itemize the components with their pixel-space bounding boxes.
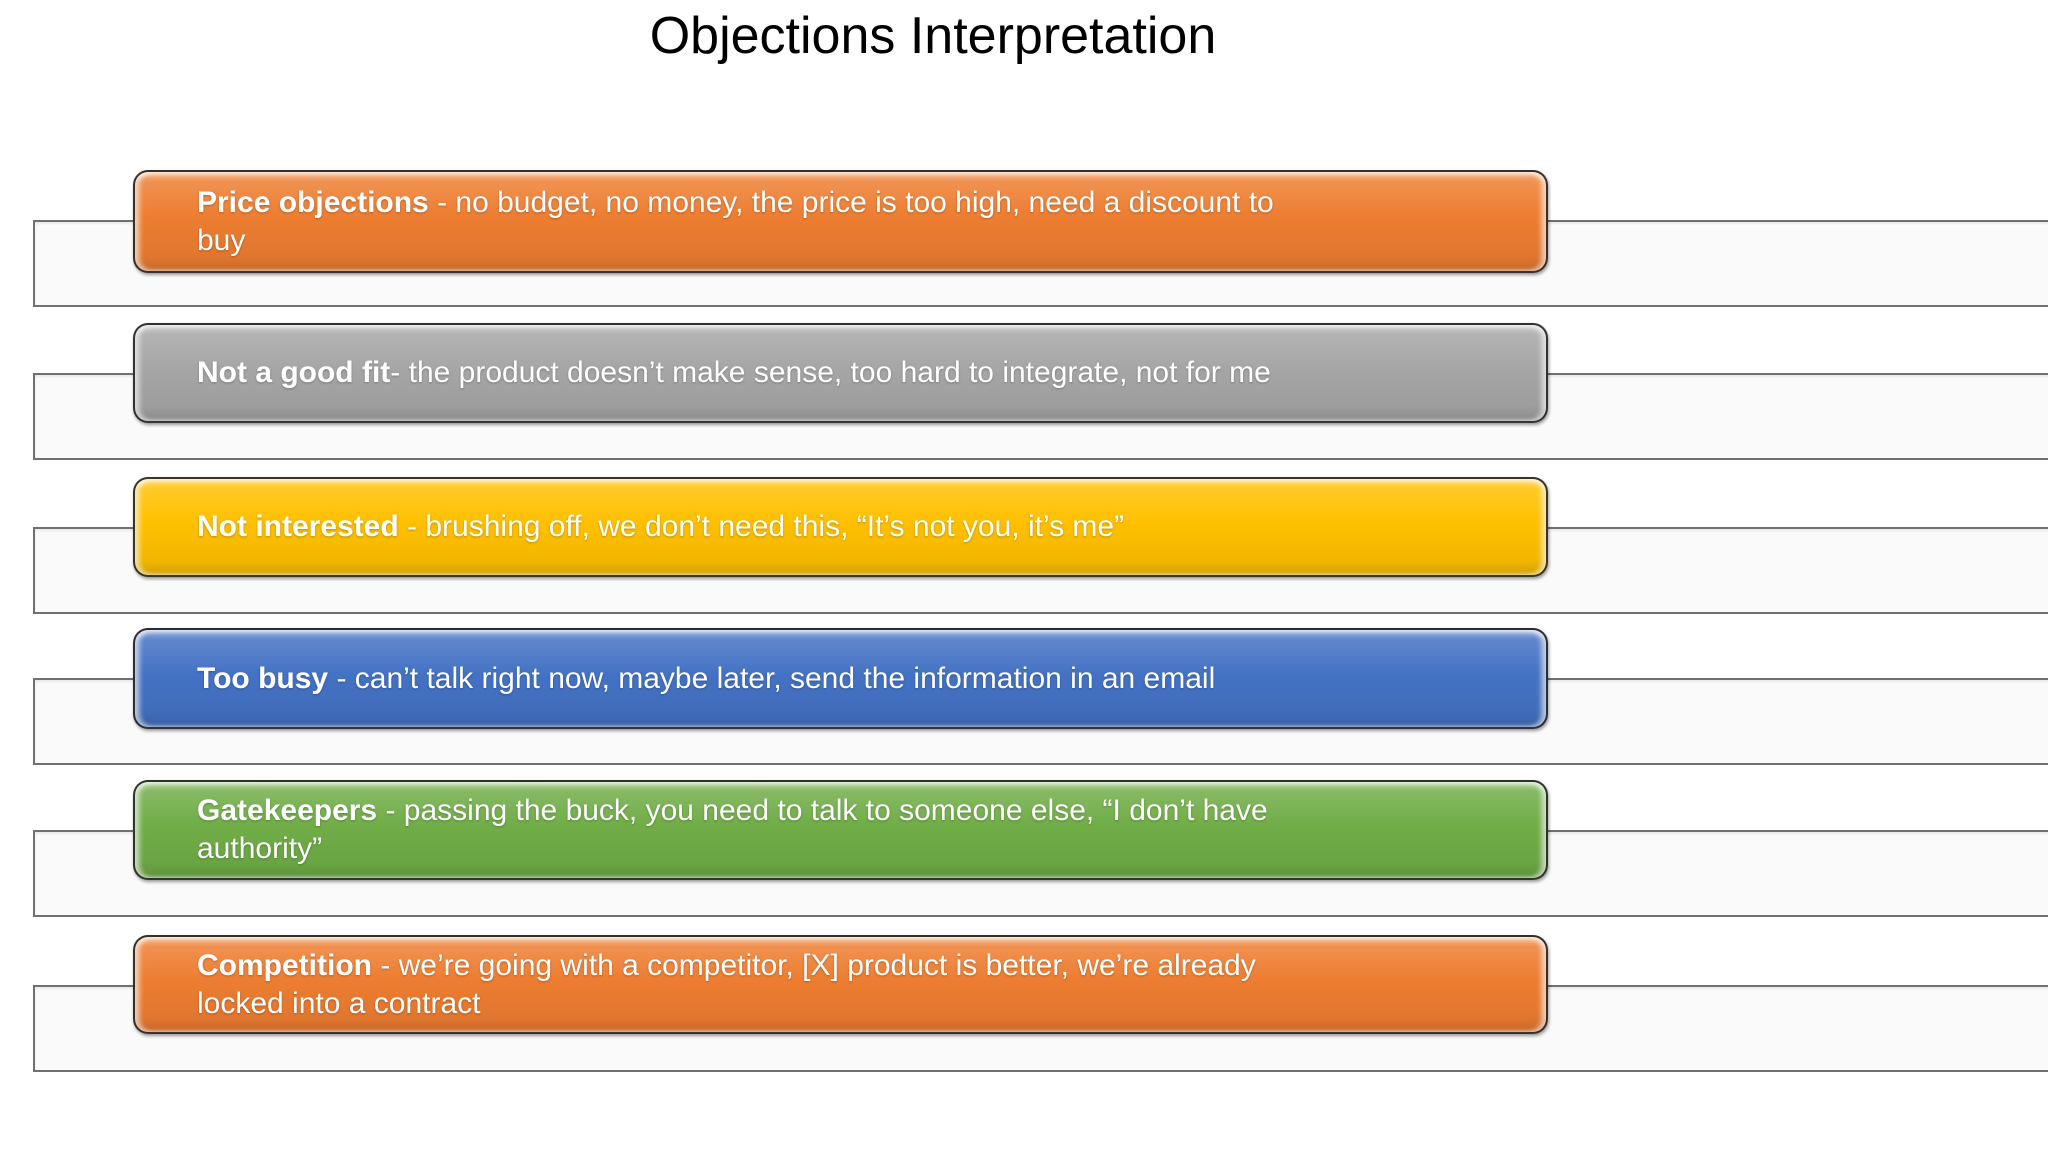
objection-description: - the product doesn’t make sense, too ha… [390, 356, 1271, 389]
objection-text: Too busy - can’t talk right now, maybe l… [135, 660, 1245, 698]
objection-row: Not interested - brushing off, we don’t … [0, 477, 2048, 614]
objection-row: Competition - we’re going with a competi… [0, 935, 2048, 1072]
objection-label: Gatekeepers [197, 794, 378, 827]
objection-description: - we’re going with a competitor, [X] pro… [197, 948, 1256, 1020]
objection-label: Too busy [197, 661, 329, 695]
objection-text: Price objections - no budget, no money, … [135, 184, 1304, 260]
objection-description: - passing the buck, you need to talk to … [197, 794, 1268, 865]
objection-label: Competition [197, 948, 372, 982]
objection-description: - brushing off, we don’t need this, “It’… [398, 510, 1125, 543]
objection-bar: Competition - we’re going with a competi… [133, 935, 1548, 1034]
page-title: Objections Interpretation [649, 7, 1217, 65]
objection-row: Gatekeepers - passing the buck, you need… [0, 780, 2048, 917]
objection-row: Not a good fit- the product doesn’t make… [0, 323, 2048, 460]
objection-bar: Gatekeepers - passing the buck, you need… [133, 780, 1548, 880]
objection-bar: Not interested - brushing off, we don’t … [133, 477, 1548, 577]
objection-bar: Not a good fit- the product doesn’t make… [133, 323, 1548, 423]
objection-text: Gatekeepers - passing the buck, you need… [135, 792, 1298, 868]
objection-label: Price objections [197, 185, 429, 219]
objection-label: Not interested [197, 510, 399, 543]
objection-text: Competition - we’re going with a competi… [135, 947, 1286, 1023]
objection-label: Not a good fit [197, 356, 391, 389]
objection-text: Not a good fit- the product doesn’t make… [135, 354, 1301, 392]
objection-description: - can’t talk right now, maybe later, sen… [328, 661, 1216, 695]
objection-description: - no budget, no money, the price is too … [197, 185, 1274, 257]
objection-bar: Price objections - no budget, no money, … [133, 170, 1548, 273]
objection-row: Price objections - no budget, no money, … [0, 170, 2048, 307]
objection-bar: Too busy - can’t talk right now, maybe l… [133, 628, 1548, 729]
objection-text: Not interested - brushing off, we don’t … [135, 508, 1154, 546]
objection-row: Too busy - can’t talk right now, maybe l… [0, 628, 2048, 765]
